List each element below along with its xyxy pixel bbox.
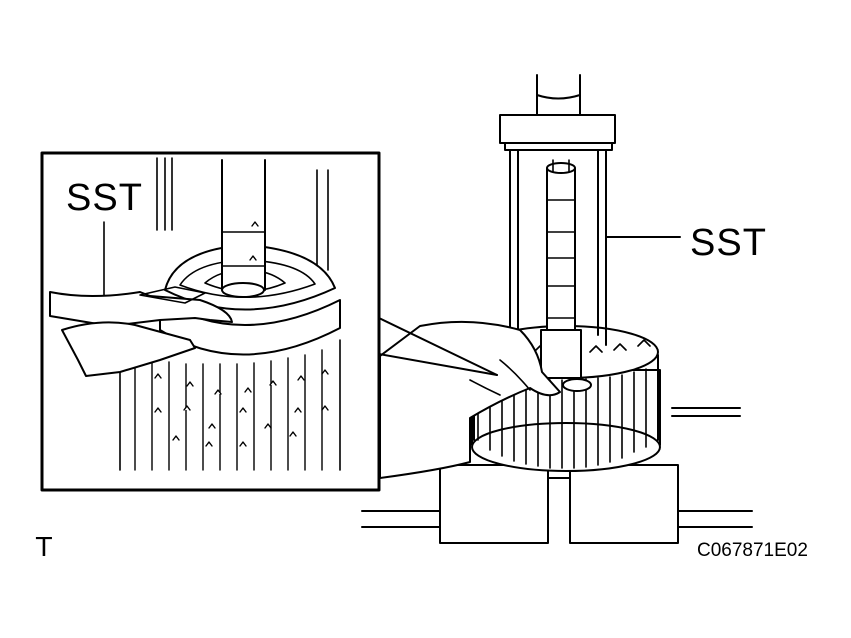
press-base xyxy=(362,408,752,543)
callout-leader-lines xyxy=(379,237,680,375)
view-mark: T xyxy=(36,533,52,563)
sst-main-label: SST xyxy=(690,222,767,264)
press-frame xyxy=(500,75,615,345)
input-shaft xyxy=(541,160,581,378)
inset-detail xyxy=(42,153,379,490)
hand-main xyxy=(380,322,591,478)
figure-code: C067871E02 xyxy=(697,540,808,561)
sst-inset-label: SST xyxy=(66,177,143,219)
